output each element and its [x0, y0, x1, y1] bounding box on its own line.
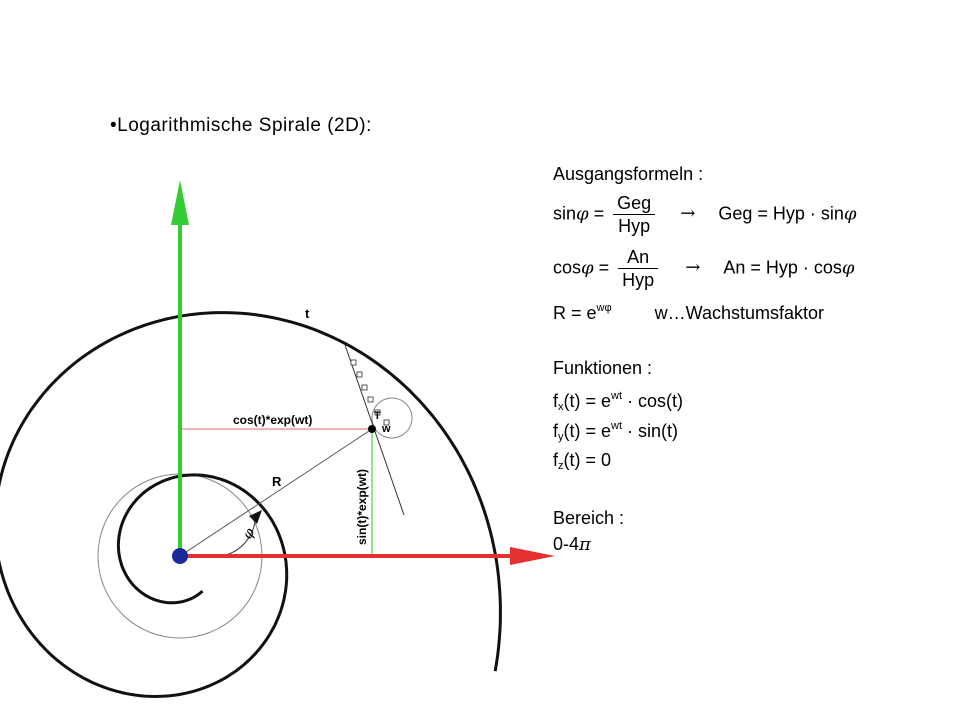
helper-circle-tangent [371, 397, 413, 439]
section-title-ausgangsformeln: Ausgangsformeln : [553, 164, 704, 184]
fy-end: · sin(t) [622, 421, 679, 441]
spiral-point [368, 425, 376, 433]
phi-arrowhead [249, 510, 262, 524]
fz-sub: z [558, 460, 564, 472]
fx-sup: wt [611, 390, 623, 402]
radius-line [179, 428, 373, 557]
x-axis-arrowhead [510, 547, 555, 565]
frac-denominator: Hyp [622, 270, 655, 290]
fy-mid: (t) = e [563, 421, 612, 441]
label-cos: cos(t)*exp(wt) [233, 413, 312, 427]
fx-mid: (t) = e [563, 391, 612, 411]
label-sin: sin(t)*exp(wt) [355, 469, 369, 545]
cos-fn: cos [553, 257, 582, 278]
section-title-funktionen: Funktionen : [553, 358, 653, 378]
frac-denominator: Hyp [618, 216, 651, 236]
frac-numerator: Geg [613, 192, 656, 215]
r-exponent: wφ [596, 302, 612, 314]
formula-fx: fx(t) = ewt · cos(t) [553, 390, 683, 413]
phi-symbol: φ [581, 257, 594, 279]
fy-sub: y [558, 431, 564, 443]
formula-r: R = ewφ w…Wachstumsfaktor [553, 302, 824, 324]
equals-sign: = [598, 257, 610, 278]
section-title-bereich: Bereich : [553, 508, 625, 528]
formula-fy: fy(t) = ewt · sin(t) [553, 420, 678, 443]
phi-symbol: φ [576, 203, 589, 225]
spiral-diagram: t cos(t)*exp(wt) sin(t)*exp(wt) R φ T w [0, 180, 555, 699]
log-spiral-curve [0, 311, 502, 699]
implies-arrow: → [680, 203, 696, 225]
fy-sup: wt [611, 420, 623, 432]
phi-symbol: φ [843, 203, 857, 225]
implies-arrow: → [685, 257, 701, 279]
formula-fz: fz(t) = 0 [553, 450, 611, 472]
fx-end: · cos(t) [622, 391, 684, 411]
frac-numerator: An [618, 246, 659, 269]
r-description: w…Wachstumsfaktor [654, 303, 824, 323]
range-value: 0-4π [553, 534, 591, 555]
equals-sign: = [593, 203, 605, 224]
slide-title: •Logarithmische Spirale (2D): [110, 115, 372, 136]
fz-f: f [553, 450, 559, 470]
fx-sub: x [558, 401, 564, 413]
label-T: T [374, 410, 381, 422]
y-axis-arrowhead [171, 180, 189, 225]
label-R: R [272, 474, 282, 489]
fy-f: f [553, 421, 559, 441]
cos-rhs: An = Hyp · cos [723, 257, 842, 278]
fx-f: f [553, 391, 559, 411]
label-phi: φ [240, 525, 259, 542]
fz-end: (t) = 0 [563, 450, 612, 470]
range-text: 0-4 [553, 534, 580, 554]
label-w: w [381, 423, 391, 435]
sin-fn: sin [553, 203, 577, 224]
tangent-markers [350, 359, 390, 426]
pi-symbol: π [579, 534, 591, 555]
phi-symbol: φ [841, 257, 855, 279]
origin-point [172, 548, 188, 564]
label-t: t [305, 306, 310, 321]
r-lhs: R = e [553, 303, 597, 323]
sin-rhs: Geg = Hyp · sin [718, 203, 844, 224]
